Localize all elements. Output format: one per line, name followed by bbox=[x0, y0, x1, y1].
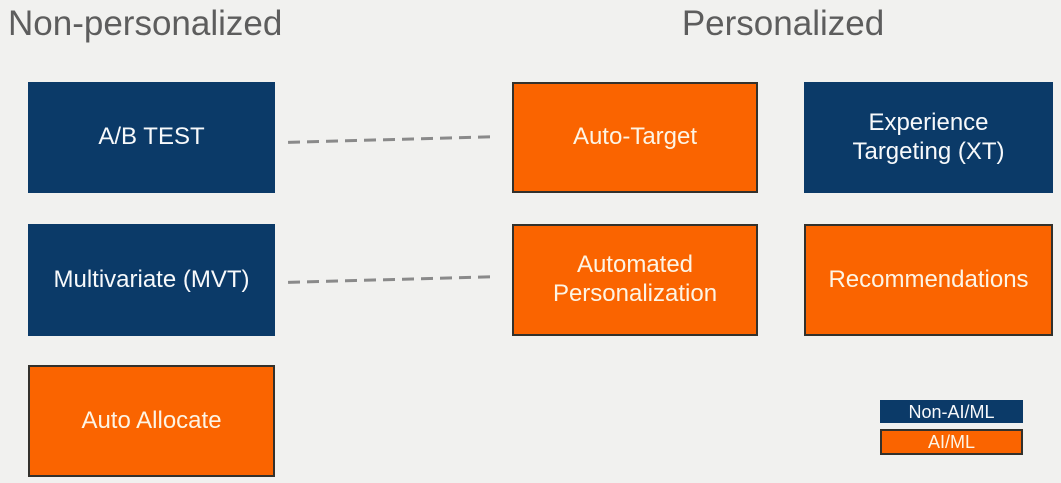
box-multivariate: Multivariate (MVT) bbox=[28, 224, 275, 336]
box-recommendations-label: Recommendations bbox=[828, 265, 1029, 293]
box-automated-personalization-label: Automated Personalization bbox=[552, 251, 718, 307]
legend-non-ai-ml-label: Non-AI/ML bbox=[908, 401, 995, 422]
box-auto-target: Auto-Target bbox=[512, 82, 758, 193]
box-ab-test: A/B TEST bbox=[28, 82, 275, 193]
legend-item-ai-ml: AI/ML bbox=[880, 429, 1023, 455]
box-auto-target-label: Auto-Target bbox=[572, 123, 698, 151]
connector-ab-test-to-auto-target bbox=[287, 135, 498, 144]
box-experience-targeting: Experience Targeting (XT) bbox=[804, 82, 1053, 193]
box-auto-allocate-label: Auto Allocate bbox=[81, 406, 222, 434]
column-heading-non-personalized: Non-personalized bbox=[8, 4, 283, 43]
box-multivariate-label: Multivariate (MVT) bbox=[53, 265, 250, 293]
connector-multivariate-to-automated-personalization bbox=[287, 275, 498, 284]
box-experience-targeting-label: Experience Targeting (XT) bbox=[852, 108, 1005, 165]
box-ab-test-label: A/B TEST bbox=[98, 123, 205, 151]
column-heading-personalized: Personalized bbox=[681, 4, 885, 43]
legend-item-non-ai-ml: Non-AI/ML bbox=[880, 400, 1023, 423]
legend-ai-ml-label: AI/ML bbox=[927, 432, 975, 452]
legend: Non-AI/ML AI/ML bbox=[880, 400, 1023, 461]
box-auto-allocate: Auto Allocate bbox=[28, 365, 275, 477]
box-recommendations: Recommendations bbox=[804, 224, 1053, 336]
box-automated-personalization: Automated Personalization bbox=[512, 224, 758, 336]
